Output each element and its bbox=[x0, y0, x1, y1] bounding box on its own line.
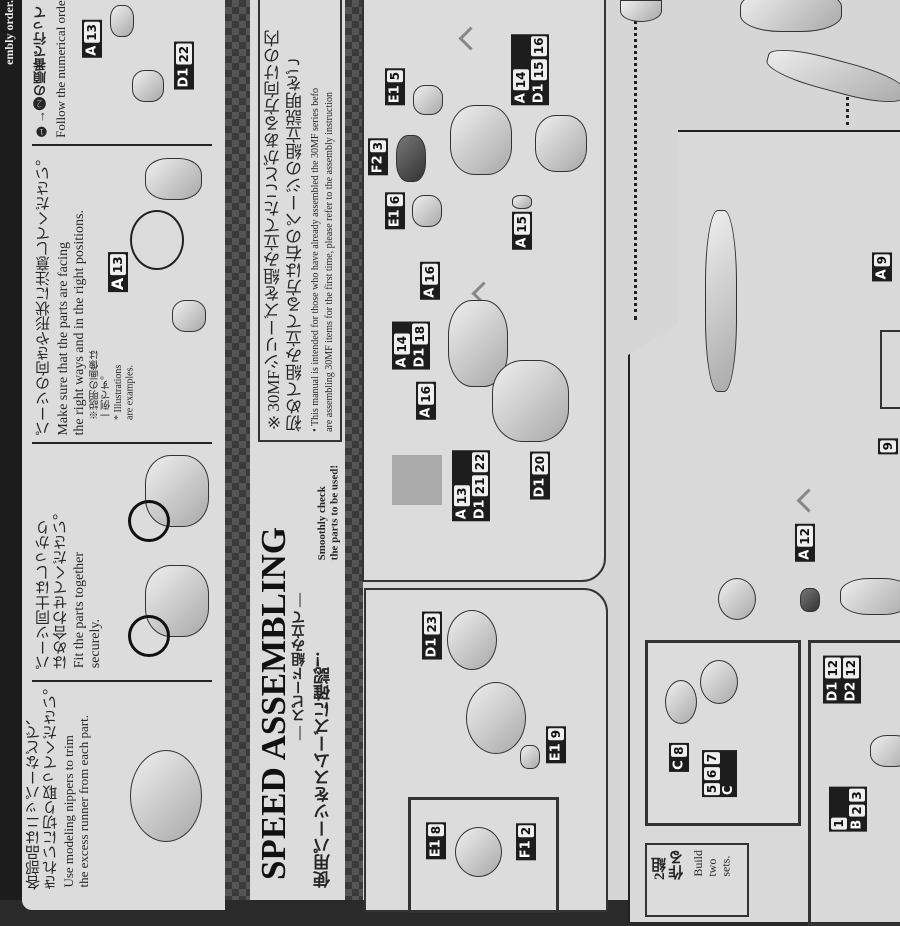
backpack-illustration bbox=[448, 300, 508, 387]
speed-panel bbox=[250, 0, 345, 900]
ok-circle-icon bbox=[128, 615, 170, 657]
divider bbox=[32, 144, 212, 146]
nippers-jp: 各部品はニッパーなどで、きれいに切り取ってください。 bbox=[26, 680, 60, 890]
page-edge bbox=[0, 0, 22, 900]
helmet-illustration bbox=[130, 750, 202, 842]
divider bbox=[32, 442, 212, 444]
part-illustration bbox=[512, 195, 532, 209]
guide-line bbox=[634, 20, 637, 320]
leg-illustration bbox=[840, 578, 900, 615]
part-illustration bbox=[520, 745, 540, 769]
speed-subtitle: — スピード組み立て — bbox=[292, 593, 307, 740]
face-illustration bbox=[447, 610, 497, 670]
no-icon bbox=[128, 500, 170, 542]
bracket bbox=[880, 330, 900, 409]
facing-en-1: Make sure that the parts are facing bbox=[56, 242, 71, 436]
foot-illustration bbox=[718, 578, 756, 620]
note-en-1: • This manual is intended for those who … bbox=[310, 88, 321, 432]
order-jp: ❶→❷の順番で行って bbox=[33, 6, 48, 138]
torso-illustration bbox=[450, 105, 512, 175]
head-illustration bbox=[466, 682, 526, 754]
build-two-jp: 2組作る bbox=[652, 850, 686, 880]
part-illustration bbox=[412, 195, 442, 227]
note-en-2: are assembling 30MF items for the first … bbox=[324, 92, 335, 432]
highlight-circle bbox=[130, 210, 184, 270]
chest-illustration bbox=[535, 115, 587, 172]
guide-line bbox=[846, 90, 849, 125]
part-illustration bbox=[110, 5, 134, 37]
part-illustration bbox=[870, 735, 900, 767]
edge-text: embly order. bbox=[2, 0, 16, 65]
label-row: 1 bbox=[831, 817, 847, 830]
order-en: Follow the numerical order bbox=[53, 0, 68, 138]
label-row: C bbox=[721, 785, 736, 796]
foot-illustration bbox=[700, 660, 738, 704]
facing-en-2: the right ways and in the right position… bbox=[72, 210, 87, 436]
pattern-band bbox=[225, 0, 250, 900]
part-illustration bbox=[665, 680, 697, 724]
note-jp-1: ※30MFシリーズを組み立てたことがある方向けの内 bbox=[264, 30, 283, 432]
helmet-illustration bbox=[620, 0, 662, 22]
note-box bbox=[258, 0, 342, 442]
part-illustration bbox=[455, 827, 502, 877]
hint-icon-box bbox=[392, 455, 442, 505]
facing-jp: パーツの向きや形状に注意してください。 bbox=[36, 151, 52, 436]
pattern-band bbox=[345, 0, 363, 900]
note-jp-2: 初めて組み立てる方は右のページの組立説明をご bbox=[286, 58, 305, 432]
part-illustration bbox=[413, 85, 443, 115]
divider bbox=[32, 680, 212, 682]
part-illustration bbox=[145, 158, 202, 200]
waist-illustration bbox=[740, 0, 842, 32]
part-illustration bbox=[396, 135, 426, 182]
speed-title: SPEED ASSEMBLING bbox=[254, 526, 293, 880]
part-illustration bbox=[172, 300, 206, 332]
part-illustration bbox=[132, 70, 164, 102]
joint-illustration bbox=[800, 588, 820, 612]
torso-illustration bbox=[492, 360, 569, 442]
fit-jp: パーツ同士はしっかりはめ合わせてください。 bbox=[36, 505, 70, 670]
instruction-strip bbox=[22, 0, 225, 910]
part-label-9: 9 bbox=[878, 438, 898, 455]
lower-leg-illustration bbox=[705, 210, 737, 392]
check-jp: 使用パーツをスムーズに確認！ bbox=[314, 650, 333, 888]
